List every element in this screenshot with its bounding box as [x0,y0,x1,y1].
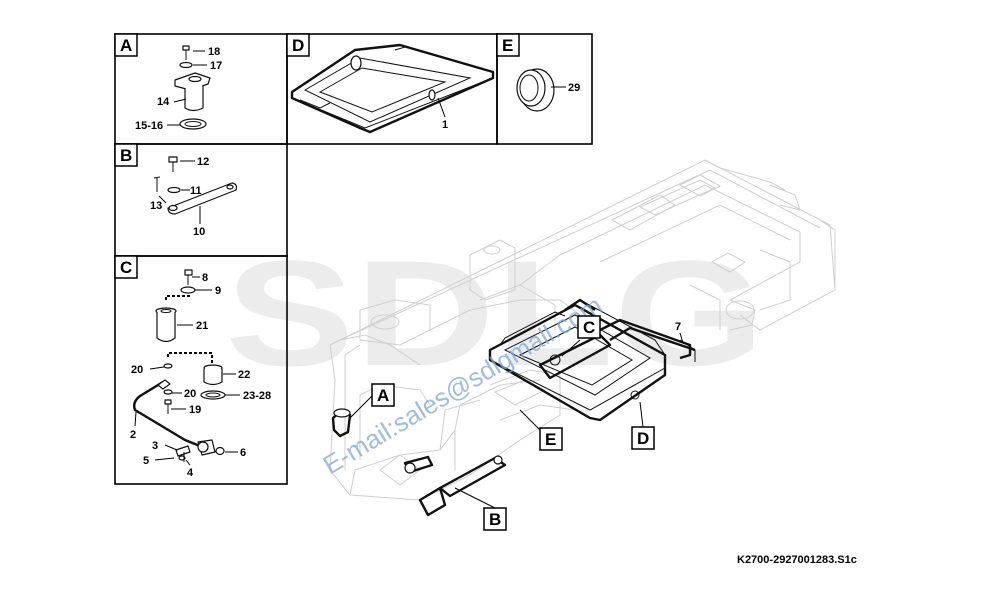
panel-D: D 1 [286,33,495,134]
svg-text:5: 5 [143,455,149,467]
svg-text:A: A [377,386,389,405]
part-a-assembly [331,408,352,438]
svg-text:19: 19 [189,404,201,416]
svg-text:B: B [120,146,132,165]
drawing-code: K2700-2927001283.S1c [737,554,857,566]
svg-text:3: 3 [152,440,158,452]
part-b-assembly [403,455,507,517]
svg-text:D: D [637,429,649,448]
svg-text:1: 1 [442,119,448,131]
svg-text:D: D [292,36,304,55]
svg-text:B: B [489,510,501,529]
svg-text:10: 10 [193,226,205,238]
callout-E: E [519,409,563,451]
svg-text:29: 29 [568,82,580,94]
panel-borders [114,33,593,485]
svg-text:E: E [502,36,513,55]
svg-text:11: 11 [190,185,202,197]
svg-text:17: 17 [210,60,222,72]
svg-text:12: 12 [197,156,209,168]
svg-text:8: 8 [202,272,208,284]
svg-text:2: 2 [130,429,136,441]
svg-text:E: E [545,430,556,449]
callout-B: B [454,487,507,531]
svg-text:18: 18 [208,46,220,58]
panel-A: A 18 17 14 15-16 [114,33,222,132]
svg-text:21: 21 [196,320,208,332]
svg-text:20: 20 [184,388,196,400]
svg-text:C: C [120,258,132,277]
pan-frame-assembly [488,298,696,422]
svg-text:15-16: 15-16 [135,120,163,132]
svg-text:13: 13 [150,200,162,212]
main-label-7: 7 [675,321,684,344]
callout-D: D [631,401,655,450]
panel-E: E 29 [496,33,580,112]
svg-text:4: 4 [187,467,194,479]
svg-text:6: 6 [240,447,246,459]
svg-text:20: 20 [131,364,143,376]
svg-text:22: 22 [238,369,250,381]
callout-A: A [349,383,395,419]
panel-C: C [114,255,271,479]
svg-text:23-28: 23-28 [243,390,271,402]
callout-C: C [561,315,601,357]
svg-text:9: 9 [215,285,221,297]
svg-text:C: C [583,318,595,337]
svg-text:7: 7 [675,321,681,333]
svg-text:14: 14 [157,96,170,108]
watermark-logo: SDLG [225,229,765,397]
svg-text:A: A [120,36,132,55]
panel-B: B 12 11 13 10 [114,143,238,238]
